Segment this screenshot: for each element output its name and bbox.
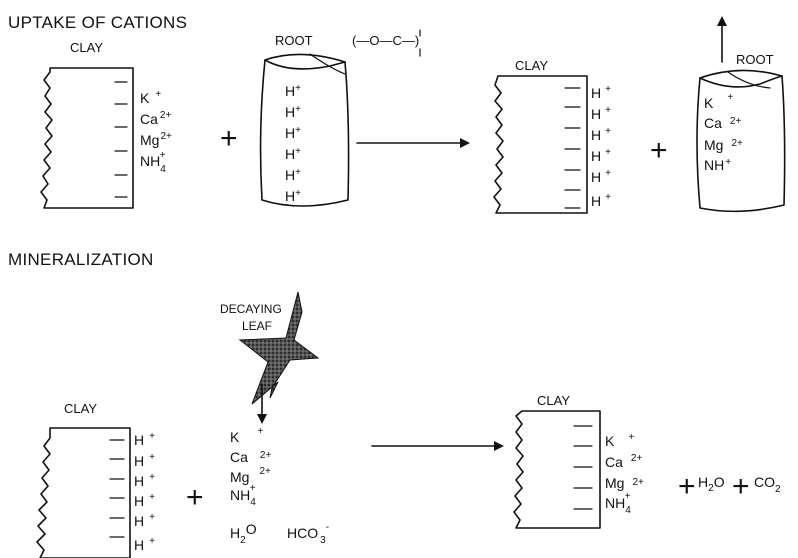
ion-h: H+ <box>134 452 155 469</box>
plus-sign: + <box>220 122 238 155</box>
root-uptake-left: ROOT (—O—C—) <box>259 29 421 207</box>
clay-particle-uptake-left: CLAY <box>40 40 134 209</box>
ion-h: H+ <box>591 105 611 122</box>
uptake-heading: UPTAKE OF CATIONS <box>8 13 187 32</box>
mineralization-heading: MINERALIZATION <box>8 250 154 269</box>
carbon-dioxide-product: CO2 <box>754 474 781 495</box>
leaf-shape <box>238 291 320 405</box>
clay-charge-marks <box>573 425 593 510</box>
ion-k: K+ <box>605 432 634 449</box>
ion-k: K+ <box>140 89 161 106</box>
clay-label: CLAY <box>64 401 97 416</box>
root-hydrogen-ions: H+ H+ H+ H+ H+ H+ <box>285 83 301 204</box>
plus-sign: + <box>678 470 696 503</box>
ion-h: H+ <box>591 168 611 185</box>
decaying-leaf-label: DECAYING <box>220 302 282 316</box>
ion-nh4: NH+ <box>704 157 731 173</box>
ion-k: K+ <box>230 426 263 445</box>
exchange-site-formula: (—O—C—) <box>352 33 419 48</box>
decaying-leaf-label: LEAF <box>242 319 272 333</box>
ion-nh4: NH4+ <box>605 491 631 516</box>
clay-charge-marks <box>109 439 125 538</box>
plus-sign: + <box>732 470 750 503</box>
decaying-leaf: DECAYING LEAF <box>220 291 320 424</box>
ion-nh4: NH4+ <box>230 483 256 508</box>
ion-h: H+ <box>591 126 611 143</box>
clay-particle-mineralization-right: CLAY <box>513 393 601 529</box>
ion-h: H+ <box>591 84 611 101</box>
ion-h: H+ <box>285 83 301 99</box>
clay-charge-marks <box>114 81 128 198</box>
clay-hydrogen-ions: H+ H+ H+ H+ H+ H+ <box>134 431 155 553</box>
ion-h: H+ <box>591 192 611 209</box>
ion-h: H+ <box>285 146 301 162</box>
ion-mg: Mg2+ <box>140 131 172 148</box>
clay-particle-uptake-right: CLAY <box>493 58 588 214</box>
ion-h: H+ <box>134 492 155 509</box>
water-product: H2O <box>698 474 725 494</box>
clay-label: CLAY <box>70 40 103 55</box>
ion-k: K+ <box>704 92 733 111</box>
ion-h: H+ <box>285 188 301 204</box>
clay-charge-marks <box>564 87 581 209</box>
ion-h: H+ <box>134 536 155 553</box>
ion-h: H+ <box>285 125 301 141</box>
clay-particle-mineralization-left: CLAY <box>36 401 131 558</box>
clay-hydrogen-ions: H+ H+ H+ H+ H+ H+ <box>591 84 611 209</box>
ion-h: H+ <box>285 104 301 120</box>
ion-nh4: NH4+ <box>140 150 166 175</box>
ion-h: H+ <box>134 431 155 448</box>
root-label: ROOT <box>275 33 313 48</box>
ion-h2o: H2O <box>230 521 257 546</box>
clay-label: CLAY <box>537 393 570 408</box>
root-label: ROOT <box>736 52 774 67</box>
clay-label: CLAY <box>515 58 548 73</box>
plus-sign: + <box>650 134 668 167</box>
ion-h: H+ <box>285 167 301 183</box>
ion-h: H+ <box>591 147 611 164</box>
ion-h: H+ <box>134 512 155 529</box>
ion-h: H+ <box>134 472 155 489</box>
root-uptake-right: ROOT <box>696 16 786 213</box>
plus-sign: + <box>186 481 204 514</box>
